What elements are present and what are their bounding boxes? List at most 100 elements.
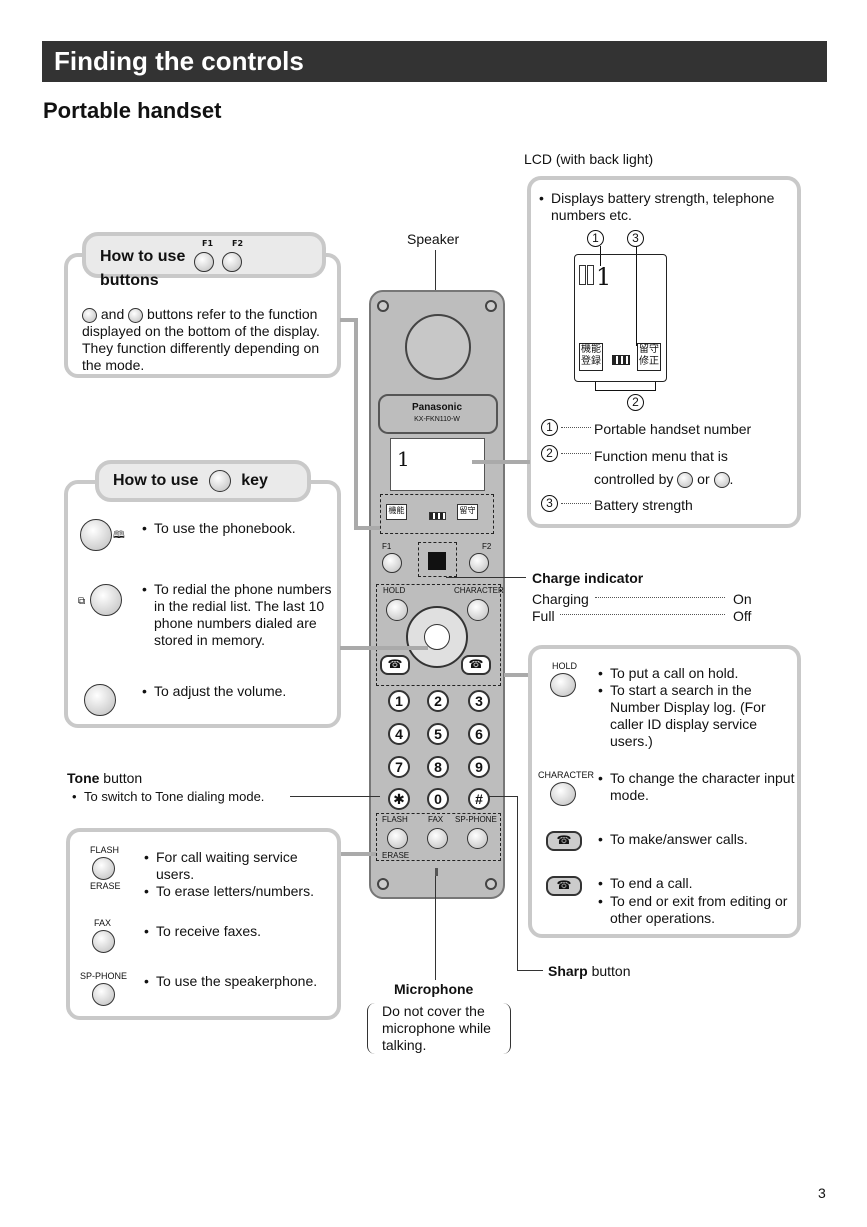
legend-1: Portable handset number bbox=[594, 421, 752, 437]
talk-button[interactable]: ☎ bbox=[380, 655, 410, 675]
nav-key-right-icon bbox=[80, 519, 112, 551]
hold-button[interactable] bbox=[386, 599, 408, 621]
key-7[interactable]: 7 bbox=[388, 756, 410, 778]
f1-button-icon bbox=[677, 472, 694, 489]
flash-button-icon bbox=[92, 857, 115, 880]
lcd-soft-left: 機能 登録 bbox=[579, 343, 603, 371]
legend-num-3: 3 bbox=[541, 495, 558, 512]
f2-button-icon bbox=[222, 252, 243, 272]
full-value: Off bbox=[733, 608, 752, 624]
hold-button-icon bbox=[550, 673, 576, 697]
lcd-panel: Displays battery strength, telephone num… bbox=[527, 176, 801, 528]
f2-button-icon bbox=[713, 472, 730, 489]
section-subtitle: Portable handset bbox=[43, 98, 222, 123]
key-9[interactable]: 9 bbox=[468, 756, 490, 778]
nav-key-updown-icon bbox=[84, 684, 116, 716]
lcd-marker-1: 1 bbox=[587, 230, 604, 247]
lcd-marker-2: 2 bbox=[627, 394, 644, 411]
lcd-screen-diagram: 1 機能 登録 留守 修正 bbox=[574, 254, 667, 382]
soft-key-label-left: 機能 bbox=[386, 504, 407, 520]
page-number: 3 bbox=[818, 1185, 826, 1201]
model-number: KX-FKN110-W bbox=[414, 416, 460, 423]
legend-2b: controlled by or . bbox=[594, 471, 734, 489]
battery-icon bbox=[612, 355, 630, 365]
sharp-button-label: Sharp button bbox=[548, 963, 631, 979]
tone-button-label: Tone button bbox=[67, 770, 143, 786]
lcd-marker-3: 3 bbox=[627, 230, 644, 247]
key-sharp[interactable]: # bbox=[468, 788, 490, 810]
tone-button-desc: To switch to Tone dialing mode. bbox=[72, 789, 264, 804]
character-button-icon bbox=[550, 782, 576, 806]
f2-button-icon bbox=[128, 307, 144, 323]
legend-num-2: 2 bbox=[541, 445, 558, 462]
speaker-label: Speaker bbox=[407, 231, 460, 247]
hold-item-2: To start a search in the Number Display … bbox=[598, 682, 795, 750]
charge-indicator-light bbox=[428, 552, 446, 570]
key-6[interactable]: 6 bbox=[468, 723, 490, 745]
f-buttons-desc: and buttons refer to the function displa… bbox=[82, 306, 320, 373]
charge-indicator-label: Charge indicator bbox=[532, 570, 644, 586]
charging-label: Charging bbox=[532, 591, 589, 607]
nav-key-heading: How to use key bbox=[95, 460, 311, 502]
talk-button-icon: ☎ bbox=[546, 831, 582, 851]
handset-diagram: Panasonic KX-FKN110-W 1 機能 留守 F1 F2 HOLD… bbox=[369, 290, 505, 899]
key-8[interactable]: 8 bbox=[427, 756, 449, 778]
fax-button-icon bbox=[92, 930, 115, 953]
microphone-desc: Do not cover the microphone while talkin… bbox=[367, 1003, 511, 1054]
page-title: Finding the controls bbox=[42, 41, 827, 82]
fax-button[interactable] bbox=[427, 828, 448, 849]
key-5[interactable]: 5 bbox=[427, 723, 449, 745]
off-item-2: To end or exit from editing or other ope… bbox=[598, 893, 795, 927]
off-button-icon: ☎ bbox=[546, 876, 582, 896]
lcd-title: LCD (with back light) bbox=[524, 151, 654, 167]
nav-item-redial: To redial the phone numbers in the redia… bbox=[142, 581, 334, 649]
lcd-desc: Displays battery strength, telephone num… bbox=[539, 190, 791, 224]
key-0[interactable]: 0 bbox=[427, 788, 449, 810]
key-2[interactable]: 2 bbox=[427, 690, 449, 712]
handset-display: 1 bbox=[390, 438, 485, 491]
character-item: To change the character input mode. bbox=[598, 770, 795, 804]
nav-key-icon bbox=[208, 470, 231, 492]
phonebook-icon: 🕮 bbox=[113, 530, 125, 541]
microphone-label: Microphone bbox=[394, 981, 474, 997]
spphone-button[interactable] bbox=[467, 828, 488, 849]
spphone-item: To use the speakerphone. bbox=[144, 973, 336, 990]
soft-key-label-right: 留守 bbox=[457, 504, 478, 520]
key-3[interactable]: 3 bbox=[468, 690, 490, 712]
lcd-screen-digit: 1 bbox=[579, 263, 611, 291]
off-item-1: To end a call. bbox=[598, 875, 795, 892]
flash-button[interactable] bbox=[387, 828, 408, 849]
redial-icon: ⧉ bbox=[78, 596, 86, 607]
lcd-soft-right: 留守 修正 bbox=[637, 343, 661, 371]
legend-num-1: 1 bbox=[541, 419, 558, 436]
talk-item: To make/answer calls. bbox=[598, 831, 795, 848]
left-buttons-panel: FLASH ERASE For call waiting service use… bbox=[66, 828, 341, 1020]
key-4[interactable]: 4 bbox=[388, 723, 410, 745]
hold-item-1: To put a call on hold. bbox=[598, 665, 795, 682]
f2-button[interactable] bbox=[469, 553, 489, 573]
f1-button-icon bbox=[193, 252, 214, 272]
f1-button[interactable] bbox=[382, 553, 402, 573]
full-label: Full bbox=[532, 608, 555, 624]
nav-item-phonebook: To use the phonebook. bbox=[142, 520, 334, 537]
brand-logo: Panasonic bbox=[411, 402, 463, 413]
nav-key-panel: 🕮 To use the phonebook. ⧉ To redial the … bbox=[64, 480, 341, 728]
spphone-button-icon bbox=[92, 983, 115, 1006]
nav-item-volume: To adjust the volume. bbox=[142, 683, 334, 700]
right-buttons-panel: HOLD To put a call on hold. To start a s… bbox=[528, 645, 801, 938]
f1-button-icon bbox=[82, 307, 97, 323]
key-1[interactable]: 1 bbox=[388, 690, 410, 712]
key-star[interactable]: ✱ bbox=[388, 788, 410, 810]
flash-item-1: For call waiting service users. bbox=[144, 849, 336, 883]
speaker-grille bbox=[405, 314, 471, 380]
charging-value: On bbox=[733, 591, 752, 607]
off-button[interactable]: ☎ bbox=[461, 655, 491, 675]
nav-key-left-icon bbox=[90, 584, 122, 616]
character-button[interactable] bbox=[467, 599, 489, 621]
legend-2a: Function menu that is bbox=[594, 448, 728, 464]
battery-icon bbox=[429, 512, 446, 520]
legend-3: Battery strength bbox=[594, 497, 693, 513]
f-buttons-heading: How to use F1 F2 buttons bbox=[82, 232, 326, 289]
nav-key-center[interactable] bbox=[424, 624, 450, 650]
microphone-hole bbox=[435, 868, 438, 876]
